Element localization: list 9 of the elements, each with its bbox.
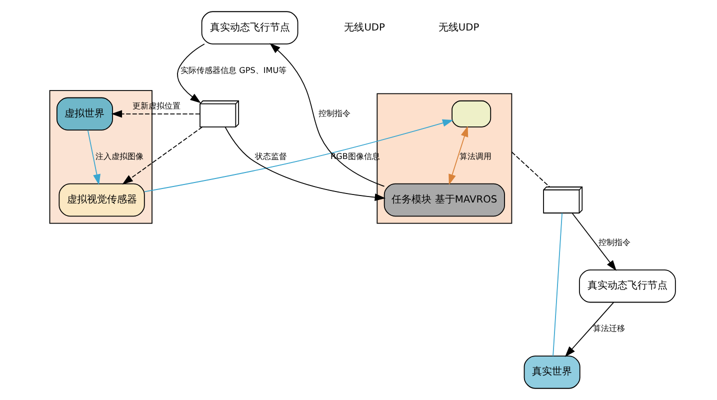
edge-label: 状态监督 xyxy=(254,152,286,161)
edge-label: 控制指令 xyxy=(598,238,630,248)
edge-label: 算法迁移 xyxy=(592,324,625,334)
label: 无线UDP xyxy=(438,22,479,34)
edge-label: 算法调用 xyxy=(458,152,491,161)
edge-label: 实际传感器信息 GPS、IMU等 xyxy=(180,66,286,75)
label: 无线UDP xyxy=(344,22,384,34)
edge-label: 控制指令 xyxy=(318,108,350,118)
edge-label: 注入虚拟图像 xyxy=(94,152,143,161)
